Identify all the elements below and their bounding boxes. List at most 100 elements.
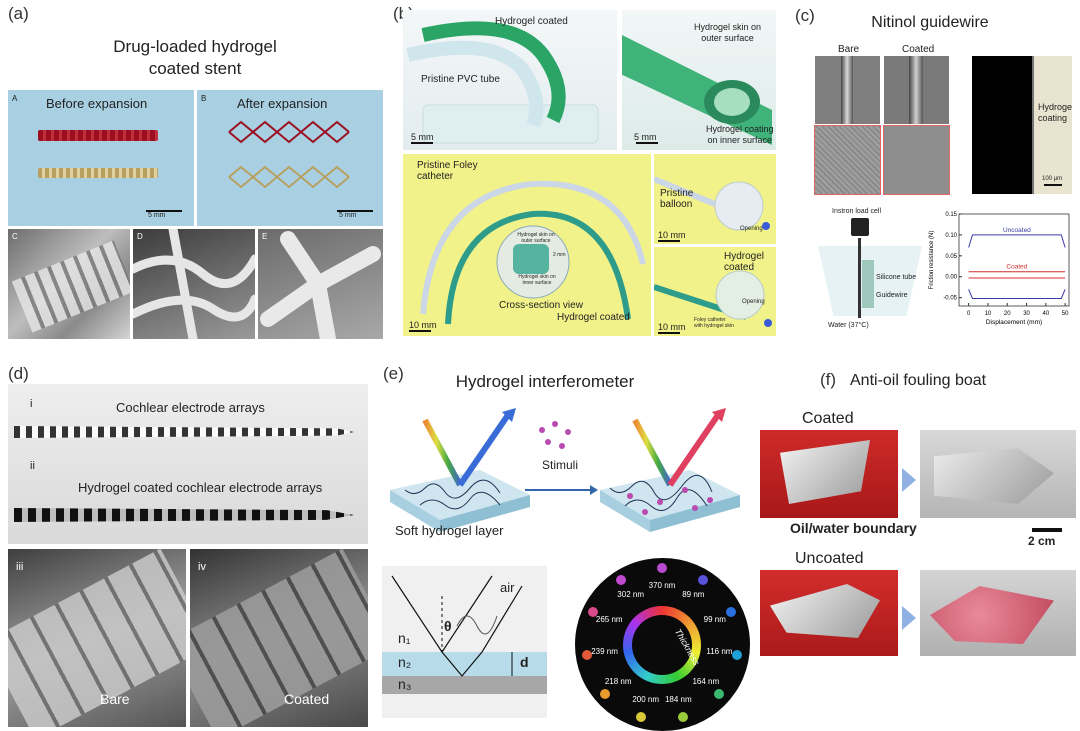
hydrogel-coating-line1: Hydrogel (1038, 102, 1072, 112)
stent-after-photo: B After expansion 5 mm (197, 90, 383, 226)
y-tick-label: 0.10 (945, 233, 957, 239)
coated-boat-label: Coated (802, 410, 854, 427)
bare-electrode-array (14, 426, 354, 438)
panel-f-title: Anti-oil fouling boat (850, 372, 987, 389)
arrow-right (902, 468, 916, 492)
wheel-dot (587, 607, 598, 618)
wheel-dot (726, 607, 737, 618)
uncoated-boat-label: Uncoated (795, 550, 864, 567)
n2-label: n₂ (398, 654, 412, 670)
electrode-contacts (190, 549, 368, 727)
water-label: Water (37°C) (828, 322, 869, 329)
wheel-wavelength-label: 89 nm (682, 590, 705, 600)
wheel-wavelength-label: 164 nm (692, 676, 720, 686)
wheel-dot (698, 575, 709, 586)
foley-skin-label: Foley catheter with hydrogel skin (694, 317, 734, 329)
bare-sem-label: Bare (100, 691, 130, 707)
hydrogel-coated-right-line2: coated (724, 262, 755, 273)
pristine-balloon-line2: balloon (660, 199, 693, 210)
y-tick-label: 0.05 (945, 254, 957, 260)
boat (934, 448, 1054, 504)
scale-bar-2cm (1032, 528, 1062, 532)
balloon-drawing (654, 176, 770, 231)
hydrogel-cochlear-label: Hydrogel coated cochlear electrode array… (78, 480, 323, 495)
wheel-dot (599, 688, 610, 699)
load-cell (851, 218, 869, 236)
wheel-wavelength-label: 184 nm (664, 694, 692, 704)
hydrogel-coating-line2: coating (1038, 113, 1068, 123)
sub-label-e: E (262, 232, 268, 241)
series-label: Uncoated (1003, 227, 1031, 234)
wheel-wavelength-label: 370 nm (648, 581, 676, 590)
arrow-right (902, 606, 916, 630)
hydrogel-coated-right-label: Hydrogel coated (724, 251, 764, 273)
scale-bar (658, 332, 680, 334)
uncoated-boat-photo-2 (920, 570, 1076, 656)
boat (770, 584, 880, 638)
opening1-label: Opening (740, 226, 763, 232)
air-label: air (500, 580, 515, 595)
tubes-drawing (406, 21, 599, 144)
foley-drawing (420, 180, 646, 325)
gold-stent (38, 168, 158, 178)
scale-b3: 10 mm (409, 320, 437, 330)
bare-sem-top (815, 56, 880, 124)
n2-layer (382, 652, 547, 676)
sub-label-ii: ii (30, 460, 35, 472)
coated-sem-top (884, 56, 949, 124)
scale-bar (411, 142, 433, 144)
panel-f-label: (f) (820, 370, 837, 389)
wheel-dot (581, 649, 592, 660)
coating-inner-label: Hydrogel coating on inner surface (706, 124, 774, 146)
x-tick-label: 0 (967, 311, 971, 317)
stent-strut (11, 240, 130, 333)
oil-fouled-boat (930, 586, 1054, 644)
coated-sem-bottom (883, 125, 950, 195)
scale-b4: 10 mm (658, 230, 686, 240)
scale-bar (337, 210, 373, 212)
foley-catheter-photo: Pristine Foley catheter Hydrogel skin on… (403, 154, 651, 336)
pristine-balloon-line1: Pristine (660, 188, 694, 199)
wheel-wavelength-label: 302 nm (617, 590, 644, 600)
scale-b1: 5 mm (411, 132, 434, 142)
coated-electrode-sem: iv Coated (190, 549, 368, 727)
soft-layer-label: Soft hydrogel layer (395, 523, 504, 538)
wheel-wavelength-label: 239 nm (591, 647, 618, 657)
cochlear-label: Cochlear electrode arrays (116, 400, 265, 415)
bare-label: Bare (838, 44, 860, 55)
bare-electrode-sem: iii Bare (8, 549, 186, 727)
ring-hole (632, 615, 692, 675)
stimuli-label: Stimuli (542, 458, 579, 472)
foley-skin-line2: with hydrogel skin (694, 323, 734, 329)
guidewire-line (858, 238, 861, 318)
scale-b: 5 mm (339, 212, 357, 219)
foley-skin-line1: Foley catheter (694, 317, 726, 323)
coated-boat-photo-2 (920, 430, 1076, 518)
sem-e-photo: E (258, 229, 383, 339)
hydrogel-coated-right-line1: Hydrogel (724, 251, 765, 262)
interferometer-diagram (390, 408, 740, 532)
red-stent (38, 130, 158, 141)
wheel-dot (714, 688, 725, 699)
sub-label-d: D (137, 232, 143, 241)
panel-a-title-line2: coated stent (148, 59, 242, 78)
electrode-contacts (8, 549, 186, 727)
wire (841, 56, 853, 124)
sem-c-photo: C (8, 229, 130, 339)
scale-bar (636, 142, 658, 144)
wheel-dot (657, 563, 667, 573)
stent-before-photo: A Before expansion 5 mm (8, 90, 194, 226)
x-tick-label: 20 (1004, 311, 1011, 317)
pristine-foley-line1: Pristine Foley (417, 160, 478, 171)
theta-label: θ (444, 618, 452, 634)
strut-mesh (133, 229, 255, 339)
plot-frame (958, 213, 1070, 307)
x-tick-label: 30 (1023, 311, 1030, 317)
boundary-label: Oil/water boundary (790, 520, 917, 536)
inset-skin-inner-label: Hydrogel skin on inner surface (518, 274, 556, 286)
skin-outer-line2: outer surface (701, 33, 754, 43)
wheel-dot (635, 711, 646, 722)
electrode-arrays-photo: i Cochlear electrode arrays ii Hydrogel … (8, 384, 368, 544)
